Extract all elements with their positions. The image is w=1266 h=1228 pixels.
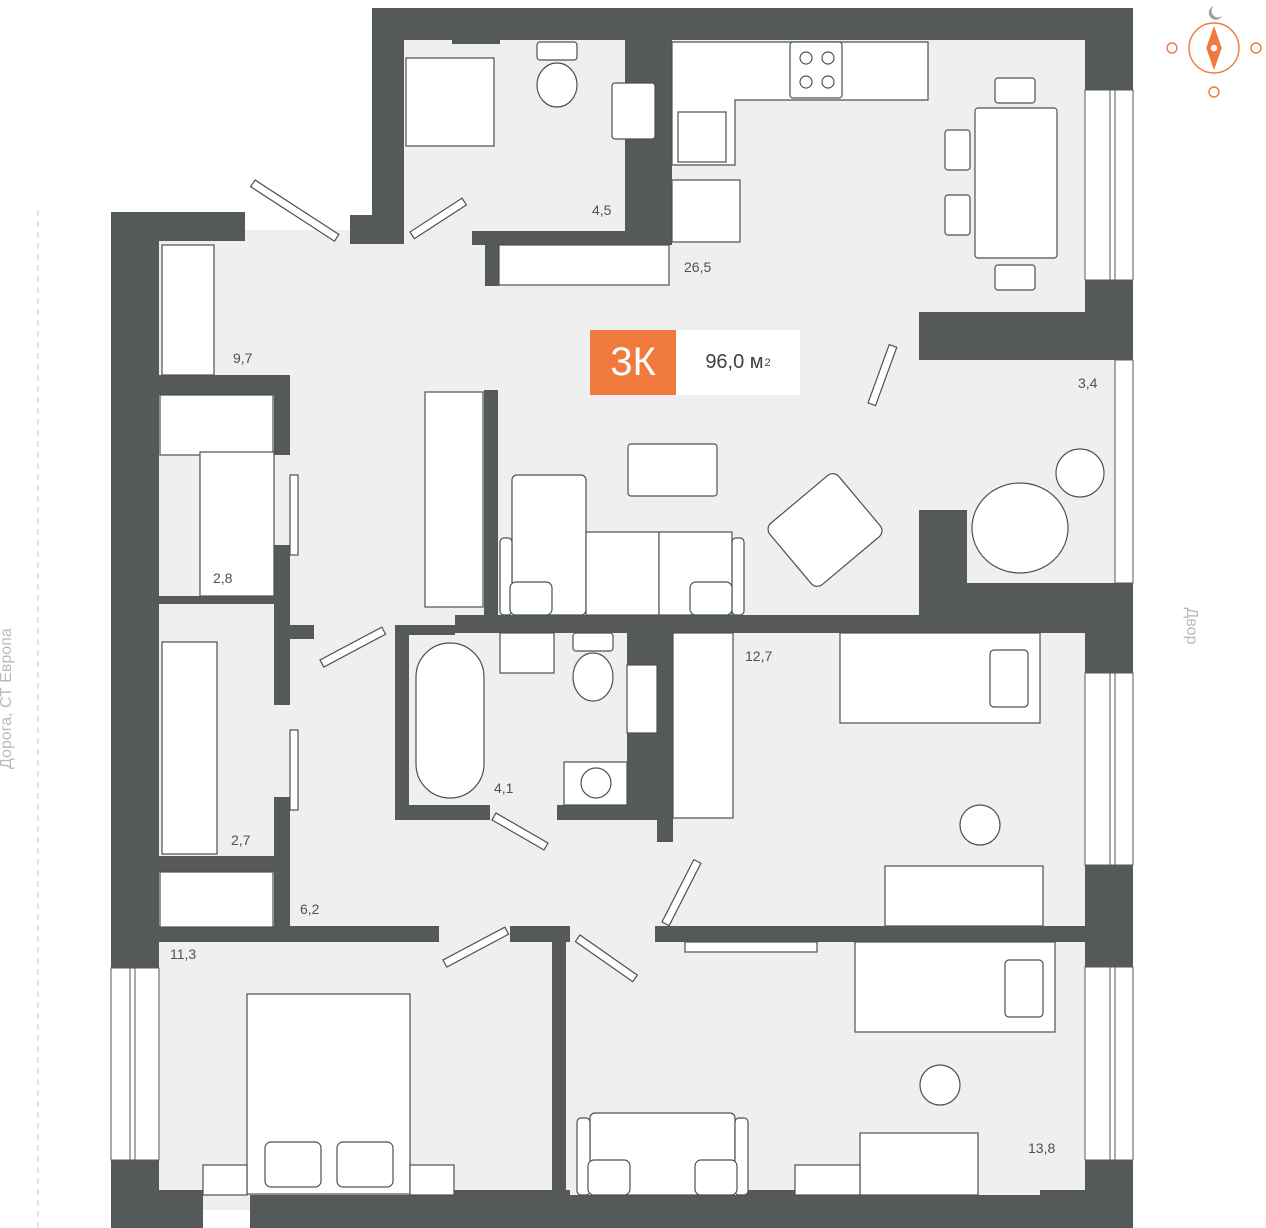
furniture	[159, 41, 1105, 1196]
compass-icon	[1188, 22, 1240, 74]
apartment-type-label: 3К	[590, 330, 676, 395]
room-area-hall-closet: 9,7	[233, 350, 253, 366]
room-area-bedroom-2: 13,8	[1028, 1140, 1056, 1156]
room-area-corridor: 6,2	[300, 901, 320, 917]
room-area-bathroom-2: 4,1	[494, 780, 514, 796]
moon-icon	[1208, 6, 1222, 20]
room-area-balcony: 3,4	[1078, 375, 1098, 391]
room-area-kitchen-living: 26,5	[684, 259, 712, 275]
area-unit-sup: 2	[764, 356, 771, 369]
yard-side-label: Двор	[1183, 607, 1200, 645]
room-area-bedroom-master: 11,3	[170, 946, 197, 962]
room-area-storage-2: 2,7	[231, 832, 251, 848]
room-area-bedroom-1: 12,7	[745, 648, 773, 664]
total-area-value: 96,0 м	[705, 351, 764, 373]
sun-icon	[1166, 42, 1262, 98]
room-area-storage-1: 2,8	[213, 570, 233, 586]
room-area-bathroom-top: 4,5	[592, 202, 612, 218]
road-side-label: Дорога, СТ Европа	[0, 628, 15, 769]
doors	[249, 179, 898, 983]
windows	[110, 89, 1134, 1161]
